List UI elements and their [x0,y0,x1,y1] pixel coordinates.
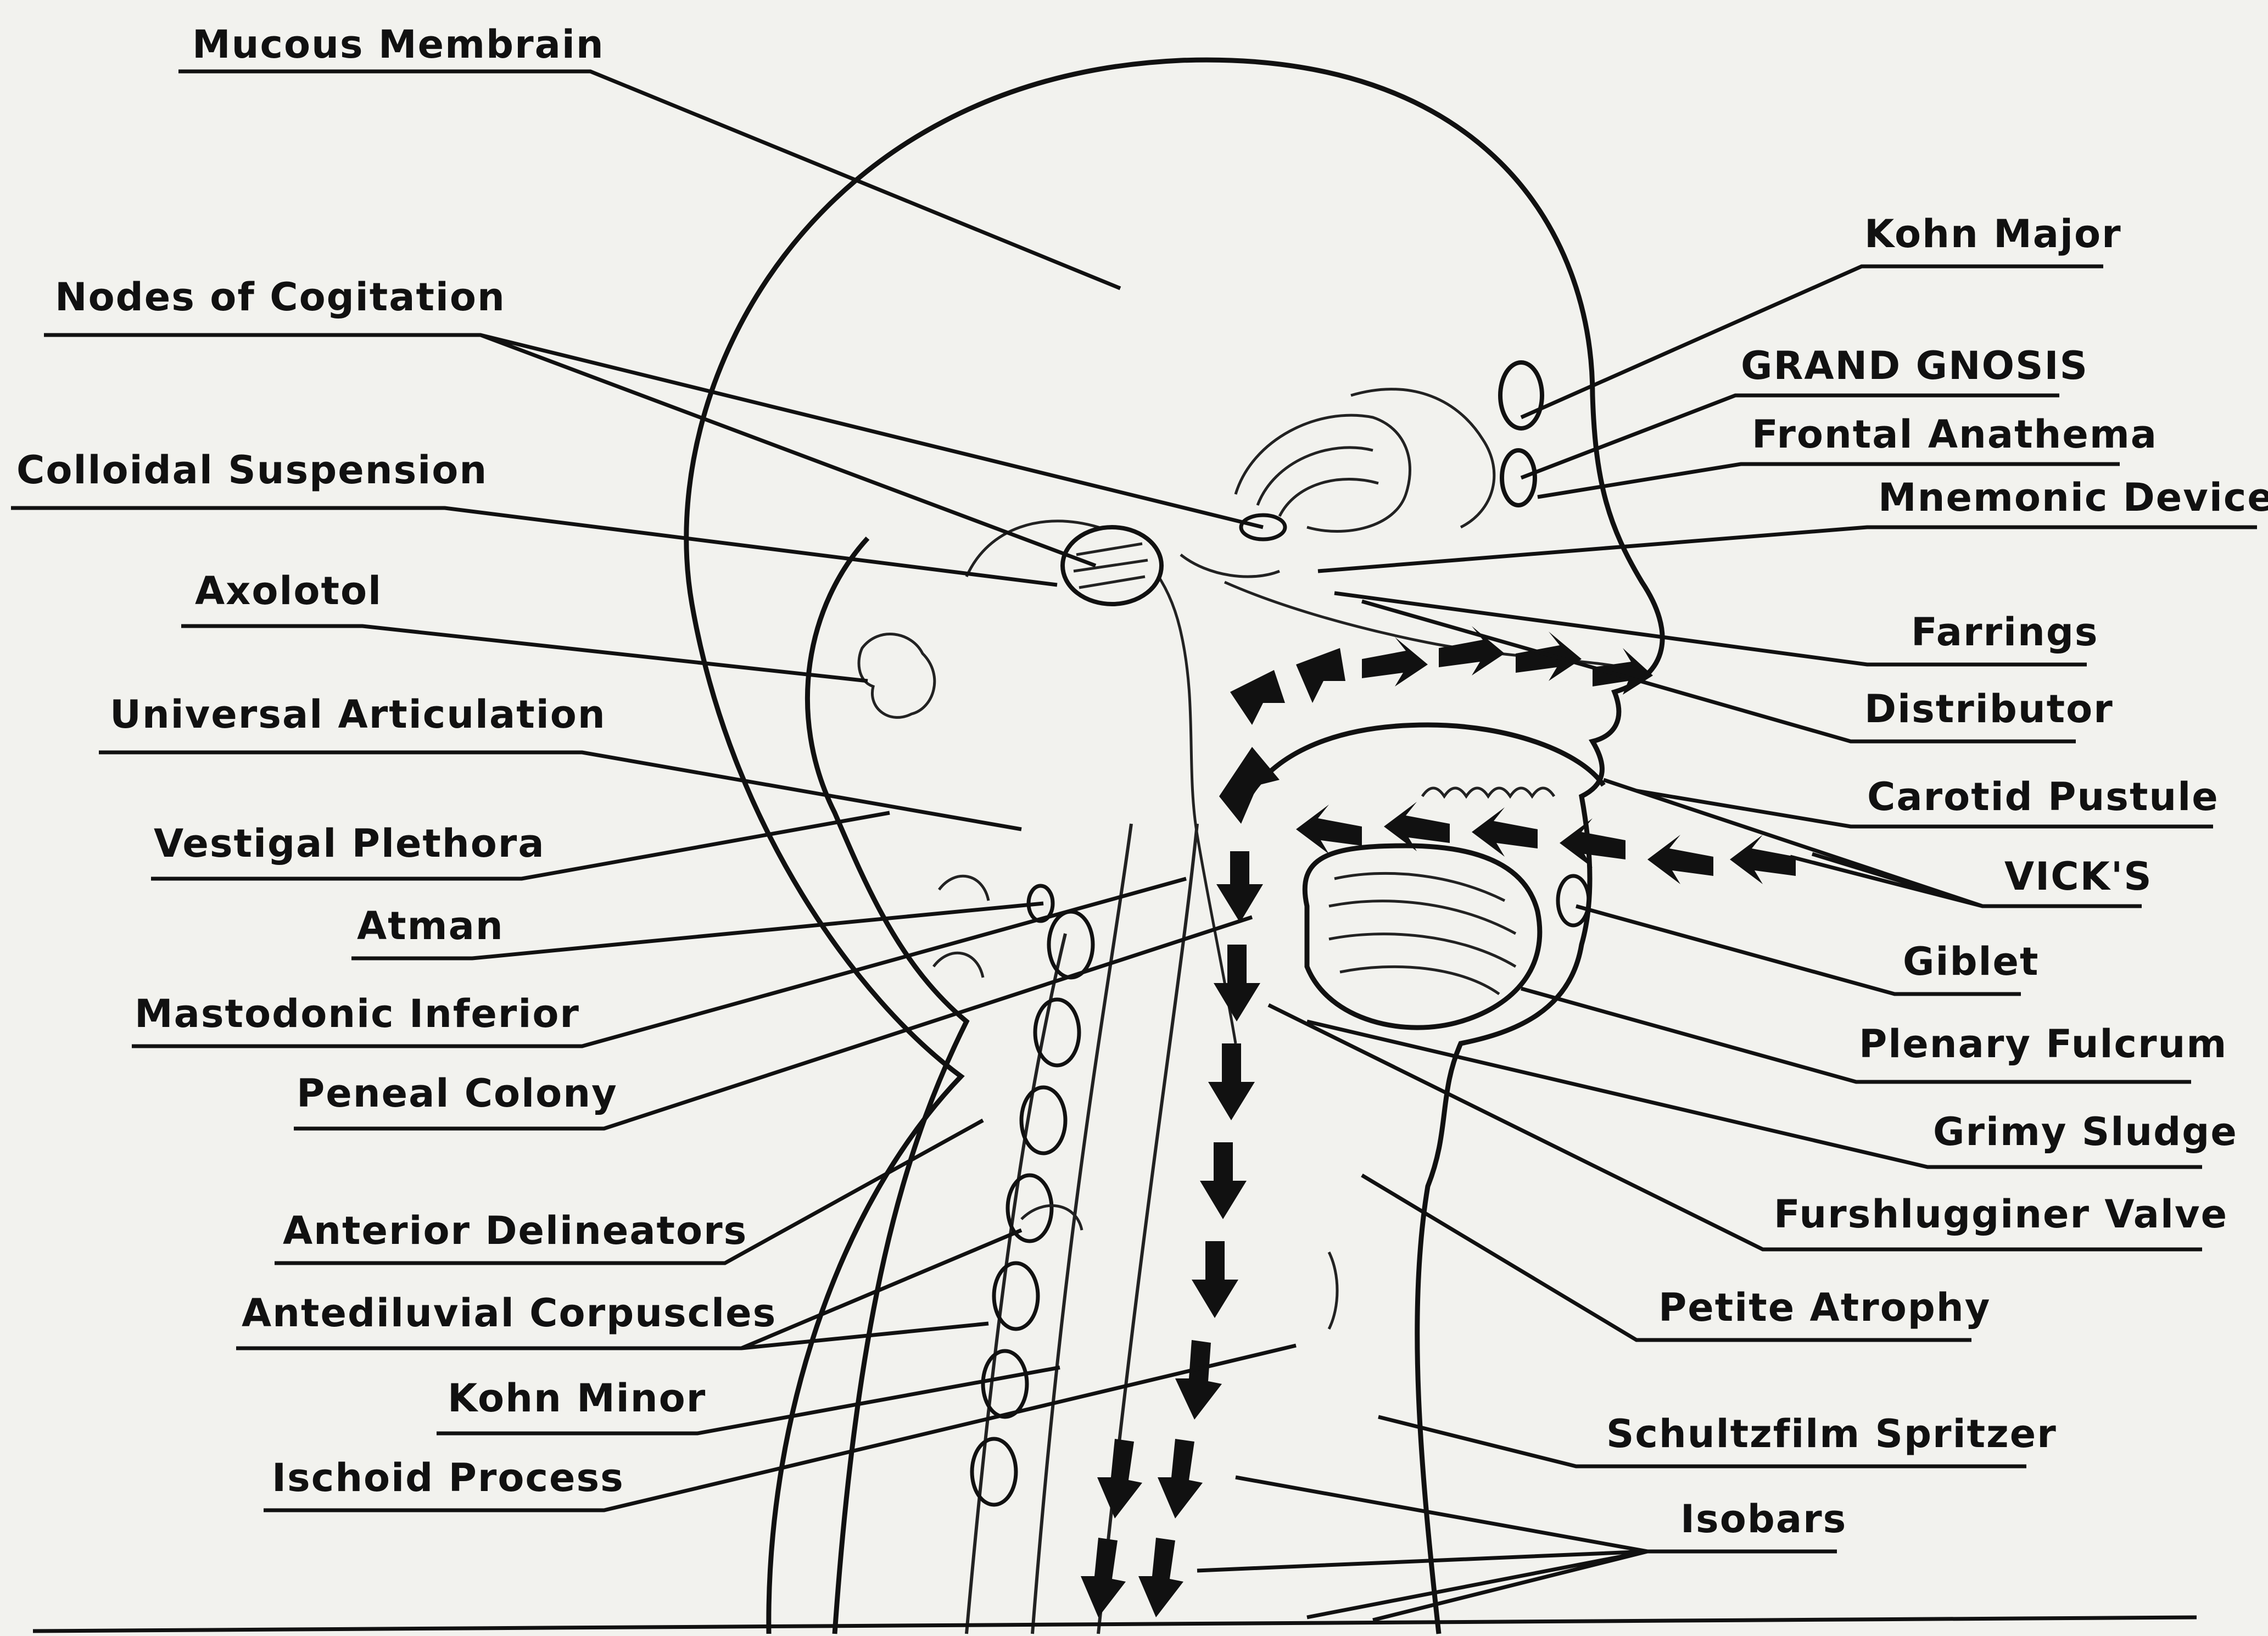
neck-back-outline [807,538,967,1634]
palate-outline [1241,725,1604,813]
teeth-row [1422,788,1554,796]
label-giblet: Giblet [1903,939,2040,984]
leader-mnemonic-device [1318,527,2257,571]
bottom-rule [33,1617,2197,1631]
label-farrings: Farrings [1911,610,2099,655]
head-outline [686,60,1662,1634]
sinus-region [1181,389,1636,670]
label-colloidal-suspension: Colloidal Suspension [16,448,488,493]
labels: Mucous Membrain Nodes of Cogitation Coll… [16,22,2268,1542]
label-mucous-membrain: Mucous Membrain [192,22,605,67]
tissue-detail [934,876,1337,1329]
label-peneal-colony: Peneal Colony [297,1071,618,1116]
ear-swirl [859,634,935,718]
label-grimy-sludge: Grimy Sludge [1933,1109,2238,1154]
giblet-node [1558,876,1589,925]
label-axolotol: Axolotol [195,568,382,613]
label-anterior-delineators: Anterior Delineators [283,1208,747,1253]
label-antediluvial-corpuscles: Antediluvial Corpuscles [242,1291,777,1336]
label-carotid-pustule: Carotid Pustule [1867,774,2219,819]
leader-universal-articulation [99,752,1021,829]
leader-colloidal-suspension [11,508,1057,585]
label-mastodonic-inferior: Mastodonic Inferior [135,991,580,1036]
leader-axolotol [181,626,868,681]
label-mnemonic-device: Mnemonic Device [1878,475,2268,520]
label-nodes-of-cogitation: Nodes of Cogitation [55,275,506,320]
label-isobars: Isobars [1680,1497,1847,1542]
label-vicks: VICK'S [2004,854,2153,899]
frontal-sinus-lower [1502,450,1535,505]
head-illustration [686,60,1796,1634]
label-petite-atrophy: Petite Atrophy [1658,1285,1991,1330]
label-grand-gnosis: GRAND GNOSIS [1741,343,2088,388]
label-atman: Atman [357,903,504,948]
label-frontal-anathema: Frontal Anathema [1752,412,2158,457]
label-distributor: Distributor [1864,686,2114,732]
label-plenary-fulcrum: Plenary Fulcrum [1859,1021,2227,1067]
label-universal-articulation: Universal Articulation [110,692,606,737]
label-vestigal-plethora: Vestigal Plethora [154,821,545,866]
airway-arrows [1081,626,1796,1617]
label-schultzfilm-spritzer: Schultzfilm Spritzer [1606,1411,2057,1456]
label-ischoid-process: Ischoid Process [272,1455,624,1500]
tongue-hatch [1329,873,1516,994]
frontal-sinus-upper [1500,362,1542,428]
label-furshlugginer-valve: Furshlugginer Valve [1774,1192,2228,1237]
label-kohn-minor: Kohn Minor [448,1376,706,1421]
label-kohn-major: Kohn Major [1864,211,2122,256]
